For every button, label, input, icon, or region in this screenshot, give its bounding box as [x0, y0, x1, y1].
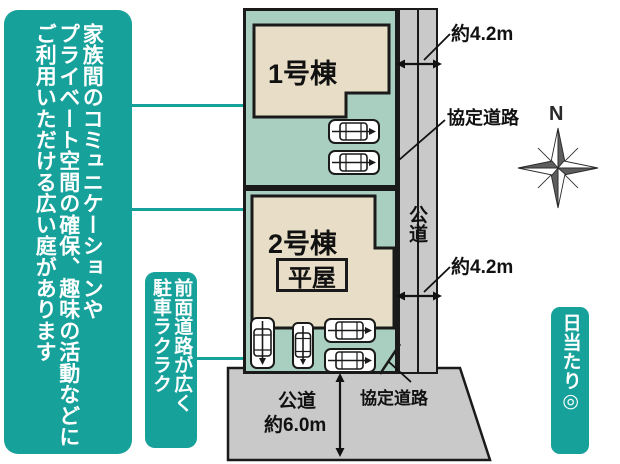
callout-sunlight: 日当たり◎ [551, 307, 589, 454]
kyotei-road-label-top: 協定道路 [447, 108, 519, 128]
dimension-arrow-top [396, 59, 442, 69]
kyotei-road-label-bottom: 協定道路 [360, 389, 428, 408]
car-lot2-vertical-1 [250, 317, 275, 369]
callout-parking: 前面道路が広く 駐車ラクラク [145, 272, 197, 448]
callout-sunlight-text: 日当たり◎ [559, 312, 581, 412]
house-1-footprint [252, 23, 391, 119]
car-lot2-horizontal-1 [324, 318, 376, 343]
house-2-sublabel: 平屋 [288, 264, 336, 292]
car-lot1-upper [328, 119, 380, 144]
lot2-corner-cut [378, 343, 402, 375]
dimension-arrow-bottom [396, 291, 442, 301]
house-2-label: 2号棟 [268, 229, 338, 259]
road-division-line [417, 8, 419, 374]
callout-garden: 家族間のコミュニケーションや プライベート空間の確保、趣味の活動などに ご利用い… [4, 10, 132, 454]
leader-kyotei-top [398, 119, 446, 161]
compass-north-label: N [549, 103, 564, 125]
public-road-side-label: 公道 [406, 205, 427, 243]
leader-line-lot2 [132, 208, 268, 211]
callout-garden-text: 家族間のコミュニケーションや プライベート空間の確保、趣味の活動などに ご利用い… [33, 23, 104, 448]
dimension-label-top: 約4.2m [451, 24, 514, 45]
public-road-bottom-width: 約6.0m [264, 415, 327, 436]
car-lot2-vertical-2 [292, 322, 314, 369]
callout-parking-text: 前面道路が広く 駐車ラクラク [150, 278, 193, 413]
leader-line-parking [197, 357, 251, 360]
dimension-label-bottom: 約4.2m [451, 257, 514, 278]
car-lot2-horizontal-2 [324, 348, 376, 373]
compass-rose-icon [517, 127, 599, 209]
public-road-bottom-label: 公道 [278, 391, 317, 412]
dimension-arrow-bottom-road [335, 373, 345, 457]
car-lot1-lower [328, 150, 380, 175]
leader-bottom-width [423, 266, 451, 293]
leader-line-lot1 [132, 104, 268, 107]
leader-top-width [423, 33, 451, 61]
leader-kyotei-bottom [388, 361, 412, 383]
house-1-label: 1号棟 [268, 59, 338, 89]
house-2-sublabel-box: 平屋 [276, 258, 348, 292]
